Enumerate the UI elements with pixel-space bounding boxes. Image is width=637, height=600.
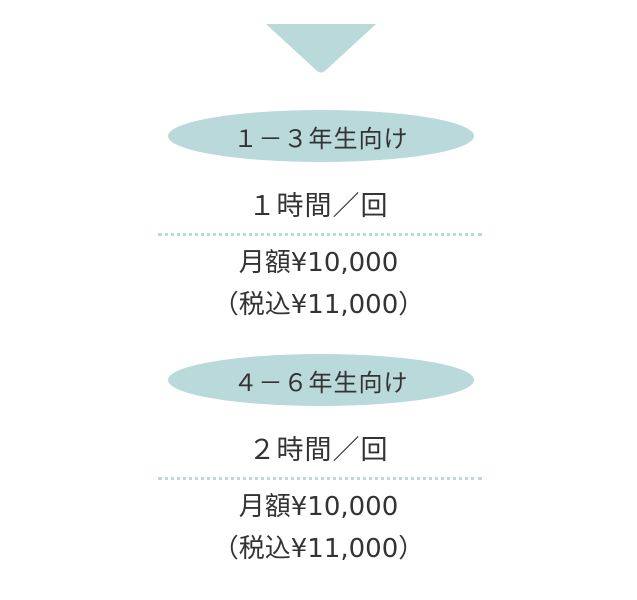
dotted-divider xyxy=(158,233,482,236)
price-with-tax: （税込¥11,000） xyxy=(212,534,425,564)
dotted-divider xyxy=(158,477,482,480)
price-with-tax: （税込¥11,000） xyxy=(212,290,425,320)
monthly-price: 月額¥10,000 xyxy=(238,492,399,522)
grade-label-badge: １－３年生向け xyxy=(168,110,474,162)
grade-label-badge: ４－６年生向け xyxy=(168,354,474,406)
triangle-down-icon xyxy=(266,24,376,73)
monthly-price: 月額¥10,000 xyxy=(238,248,399,278)
lesson-duration: １時間／回 xyxy=(248,191,389,222)
lesson-duration: ２時間／回 xyxy=(248,435,389,466)
